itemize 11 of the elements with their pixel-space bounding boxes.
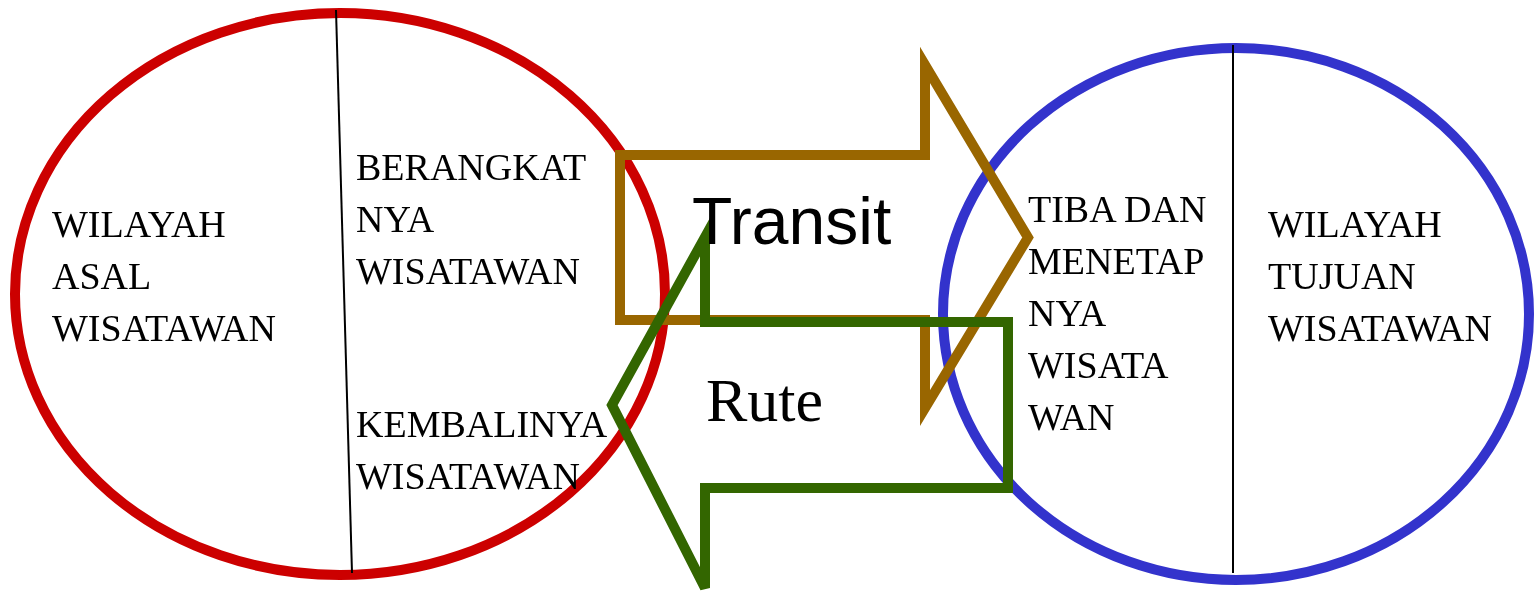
edge-label: Transit bbox=[692, 183, 892, 259]
region-ellipse bbox=[938, 43, 1534, 585]
region-label: KEMBALINYA WISATAWAN bbox=[356, 402, 607, 499]
region-label: BERANGKAT NYA WISATAWAN bbox=[356, 145, 587, 294]
region-ellipse bbox=[10, 8, 670, 580]
region-label: WILAYAH TUJUAN WISATAWAN bbox=[1268, 202, 1493, 351]
region-label: TIBA DAN MENETAP NYA WISATA WAN bbox=[1028, 187, 1208, 440]
block-arrow bbox=[615, 46, 1034, 426]
edge-label: Rute bbox=[706, 365, 824, 436]
region-label: WILAYAH ASAL WISATAWAN bbox=[52, 202, 277, 351]
block-arrow bbox=[606, 217, 1013, 593]
